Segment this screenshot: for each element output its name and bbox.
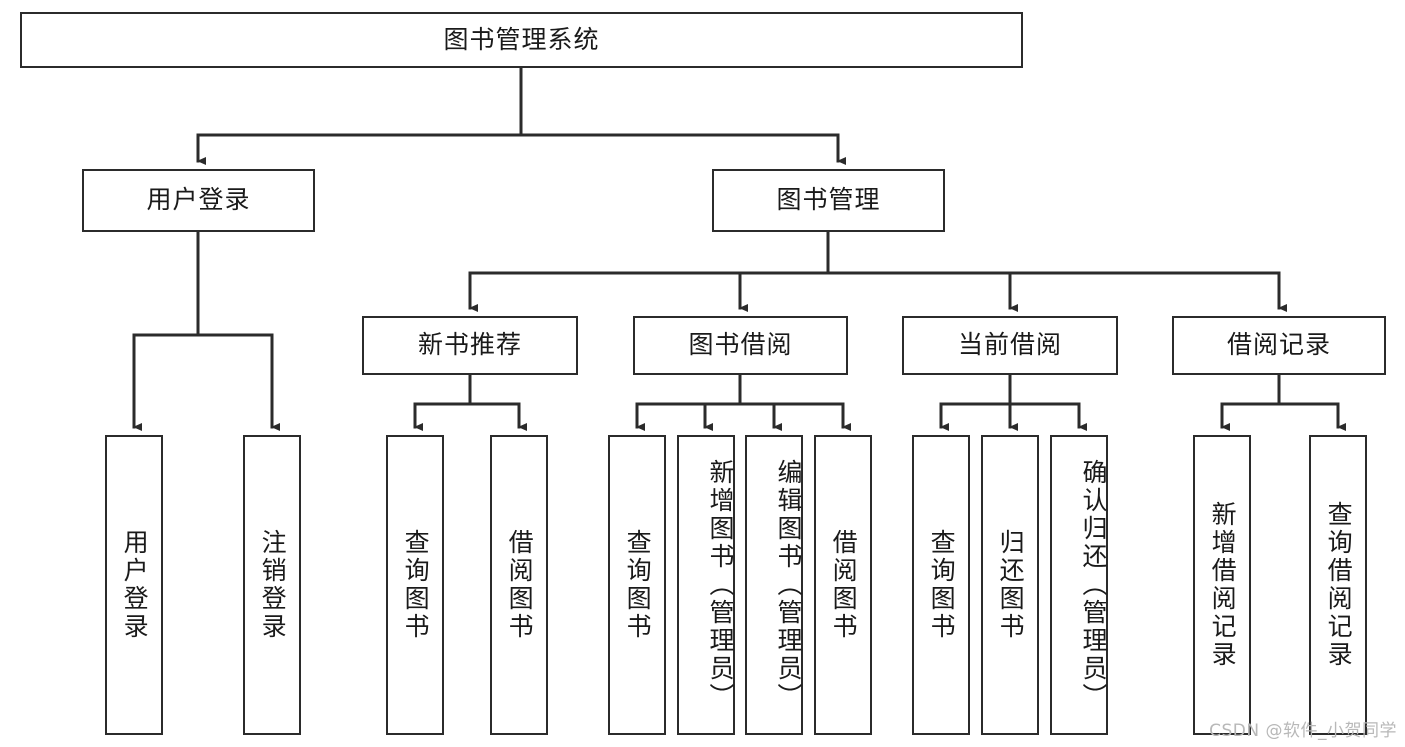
node-label: 查询借阅记录 (1324, 501, 1354, 669)
node-label: 用户登录 (120, 529, 150, 641)
leaf-logout[interactable]: 注销登录 (243, 435, 301, 735)
node-label: 编辑图书（管理员） (774, 459, 803, 711)
leaf-borrow-book[interactable]: 借阅图书 (814, 435, 872, 735)
leaf-confirm-return-admin[interactable]: 确认归还（管理员） (1050, 435, 1108, 735)
node-label: 借阅图书 (829, 529, 859, 641)
node-root-system[interactable]: 图书管理系统 (20, 12, 1023, 68)
node-label: 查询图书 (401, 529, 431, 641)
node-borrow-record[interactable]: 借阅记录 (1172, 316, 1386, 375)
node-book-management[interactable]: 图书管理 (712, 169, 945, 232)
node-current-borrow[interactable]: 当前借阅 (902, 316, 1118, 375)
node-label: 注销登录 (258, 529, 288, 641)
node-label: 当前借阅 (957, 330, 1062, 360)
leaf-query-book-recommend[interactable]: 查询图书 (386, 435, 444, 735)
leaf-query-borrow-record[interactable]: 查询借阅记录 (1309, 435, 1367, 735)
node-label: 新增图书（管理员） (706, 459, 735, 711)
node-label: 图书管理 (776, 185, 881, 215)
node-label: 图书借阅 (688, 330, 793, 360)
node-label: 新增借阅记录 (1208, 501, 1238, 669)
node-label: 图书管理系统 (443, 24, 600, 54)
csdn-watermark: CSDN @软件_小贺同学 (1209, 721, 1397, 741)
node-label: 查询图书 (927, 529, 957, 641)
node-label: 借阅记录 (1226, 330, 1331, 360)
node-label: 查询图书 (623, 529, 653, 641)
node-label: 新书推荐 (417, 330, 522, 360)
leaf-query-book-current[interactable]: 查询图书 (912, 435, 970, 735)
node-label: 归还图书 (996, 529, 1026, 641)
node-book-borrow[interactable]: 图书借阅 (633, 316, 848, 375)
node-label: 确认归还（管理员） (1079, 459, 1108, 711)
node-label: 借阅图书 (505, 529, 535, 641)
leaf-borrow-book-recommend[interactable]: 借阅图书 (490, 435, 548, 735)
leaf-add-borrow-record[interactable]: 新增借阅记录 (1193, 435, 1251, 735)
leaf-edit-book-admin[interactable]: 编辑图书（管理员） (745, 435, 803, 735)
leaf-query-book-borrow[interactable]: 查询图书 (608, 435, 666, 735)
leaf-return-book[interactable]: 归还图书 (981, 435, 1039, 735)
node-user-login[interactable]: 用户登录 (82, 169, 315, 232)
node-new-book-recommend[interactable]: 新书推荐 (362, 316, 578, 375)
leaf-user-login[interactable]: 用户登录 (105, 435, 163, 735)
leaf-add-book-admin[interactable]: 新增图书（管理员） (677, 435, 735, 735)
node-label: 用户登录 (146, 185, 251, 215)
